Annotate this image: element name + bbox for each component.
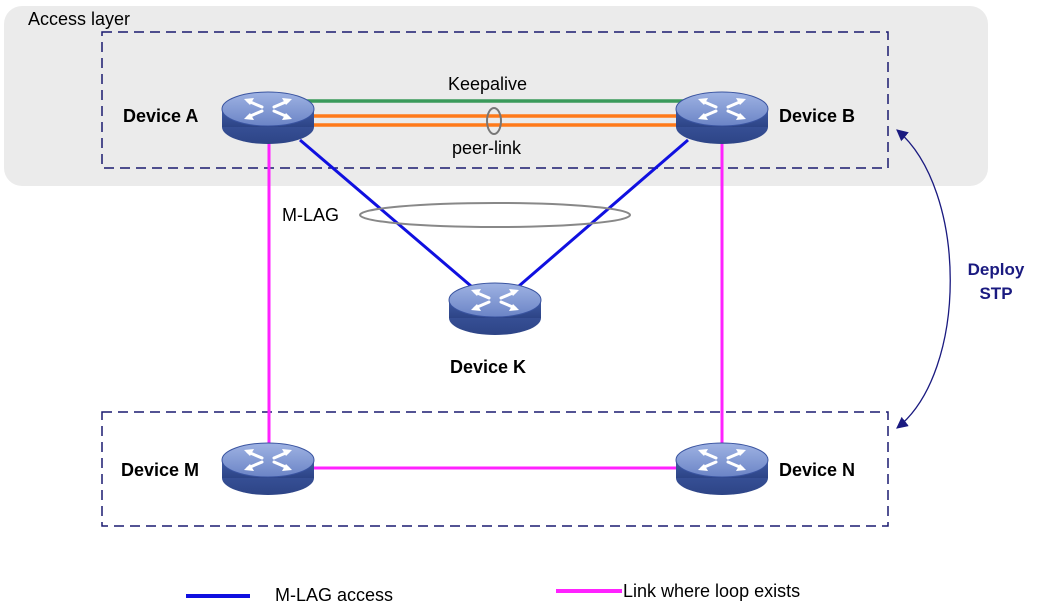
keepalive-label: Keepalive [448,74,527,94]
mlag-link-b-k [511,138,689,294]
device-b-switch-icon [674,90,770,146]
device-b-label: Device B [779,106,855,126]
device-a-switch-icon [220,90,316,146]
mlag-label: M-LAG [282,205,339,225]
mlag-aggregation-ellipse [359,202,631,228]
device-m-switch-icon [220,441,316,497]
device-n-label: Device N [779,460,855,480]
access-layer-label: Access layer [28,9,130,29]
access-layer-region [4,6,988,186]
device-n-switch-icon [674,441,770,497]
device-a-label: Device A [123,106,198,126]
peer-link-aggregation-ellipse [486,107,502,135]
stp-curved-arrow [896,129,951,429]
top-device-group-box [101,31,889,169]
legend-mlag-access-label: M-LAG access [275,585,393,605]
device-m-label: Device M [121,460,199,480]
bottom-device-group-box [101,411,889,527]
legend-loop-link-label: Link where loop exists [623,581,800,601]
device-k-label: Device K [450,357,526,377]
deploy-stp-label-line2: STP [979,284,1012,303]
device-k-switch-icon [447,281,543,337]
deploy-stp-label-line1: Deploy [968,260,1025,279]
mlag-link-a-k [299,138,479,294]
peer-link-label: peer-link [452,138,522,158]
